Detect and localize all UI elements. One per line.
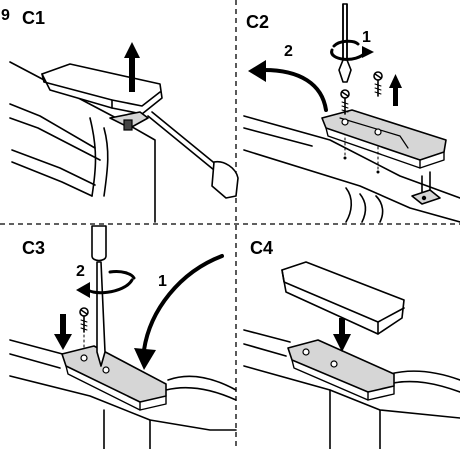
down-arrow-icon — [54, 314, 72, 350]
step-label-c3-2: 2 — [76, 263, 85, 280]
appliance-body — [9, 329, 237, 449]
hinge-plate — [321, 109, 447, 169]
screwdriver-icon — [91, 225, 107, 367]
panel-c4: C4 — [243, 238, 460, 449]
screwdriver-icon — [147, 111, 239, 199]
hinge-plate — [287, 339, 395, 401]
step-label-c3-1: 1 — [158, 273, 167, 290]
panel-label-c2: C2 — [246, 12, 269, 32]
curved-arrow-icon — [248, 60, 328, 112]
panel-label-c3: C3 — [22, 238, 45, 258]
down-arrow-icon — [333, 318, 351, 352]
step-label-c2-1: 1 — [362, 29, 371, 46]
step-label-c2-2: 2 — [284, 43, 293, 60]
panel-label-c1: C1 — [22, 8, 45, 28]
up-arrow-icon — [124, 42, 140, 92]
hinge-base — [109, 111, 149, 131]
up-arrow-icon — [389, 74, 402, 106]
appliance-body — [243, 329, 460, 449]
panel-c1: C1 — [9, 8, 239, 223]
screw-icon — [79, 307, 89, 333]
rotate-arrow-icon — [330, 39, 374, 61]
panel-label-c4: C4 — [250, 238, 273, 258]
rotate-arrow-icon — [76, 270, 136, 298]
screwdriver-icon — [338, 3, 352, 83]
screw-icon — [340, 89, 350, 115]
page-marker: 9 — [1, 7, 10, 24]
panel-c3: C3 — [9, 225, 237, 449]
hinge-plate — [61, 345, 167, 411]
curved-arrow-icon — [134, 254, 224, 370]
cover-part — [41, 63, 163, 115]
screw-icon — [373, 71, 383, 97]
panel-c2: C2 — [243, 3, 460, 223]
cover-part — [281, 261, 405, 335]
